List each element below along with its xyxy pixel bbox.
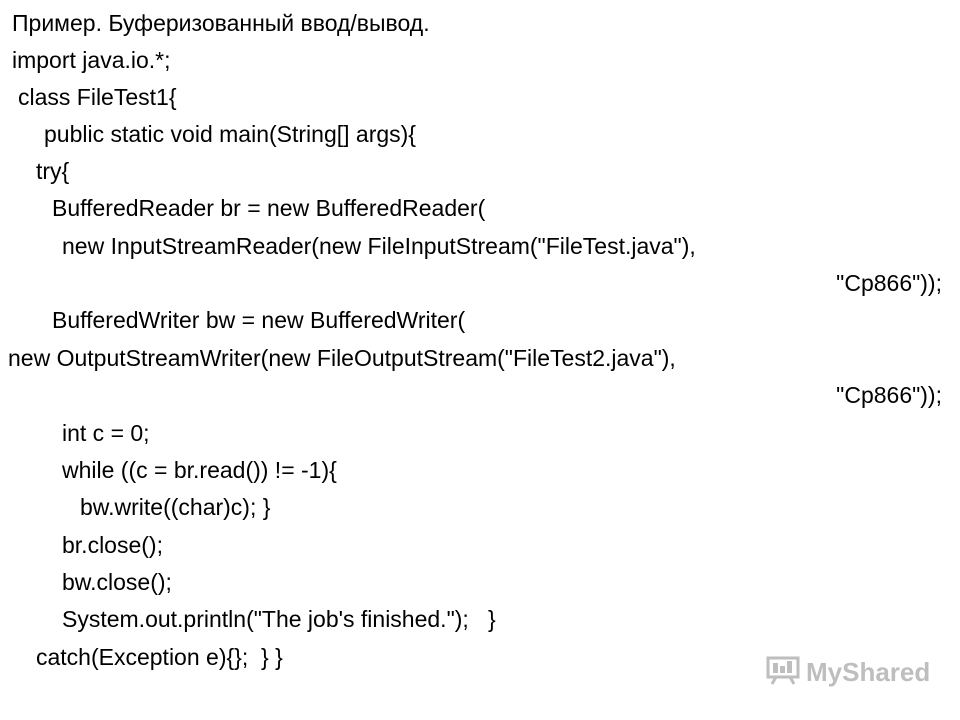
code-line: new InputStreamReader(new FileInputStrea… xyxy=(62,233,696,259)
code-line: BufferedReader br = new BufferedReader( xyxy=(52,195,486,221)
code-line: bw.close(); xyxy=(62,569,172,595)
code-line: "Cp866")); xyxy=(836,382,942,408)
code-line: br.close(); xyxy=(62,532,163,558)
code-line: catch(Exception e){}; } } xyxy=(36,644,283,670)
code-line: while ((c = br.read()) != -1){ xyxy=(62,457,337,483)
code-line: bw.write((char)c); } xyxy=(80,494,271,520)
watermark-logo: MyShared xyxy=(766,655,930,690)
code-line: new OutputStreamWriter(new FileOutputStr… xyxy=(8,345,676,371)
code-line: try{ xyxy=(36,158,70,184)
code-line: int c = 0; xyxy=(62,420,150,446)
code-line: BufferedWriter bw = new BufferedWriter( xyxy=(52,307,466,333)
code-line: public static void main(String[] args){ xyxy=(44,121,416,147)
code-line: "Cp866")); xyxy=(836,270,942,296)
watermark-text: MyShared xyxy=(806,657,931,687)
code-line: System.out.println("The job's finished."… xyxy=(62,606,496,632)
code-line: import java.io.*; xyxy=(12,47,171,73)
code-line: class FileTest1{ xyxy=(18,84,177,110)
slide-title: Пример. Буферизованный ввод/вывод. xyxy=(12,10,430,36)
presentation-board-icon xyxy=(766,655,800,690)
